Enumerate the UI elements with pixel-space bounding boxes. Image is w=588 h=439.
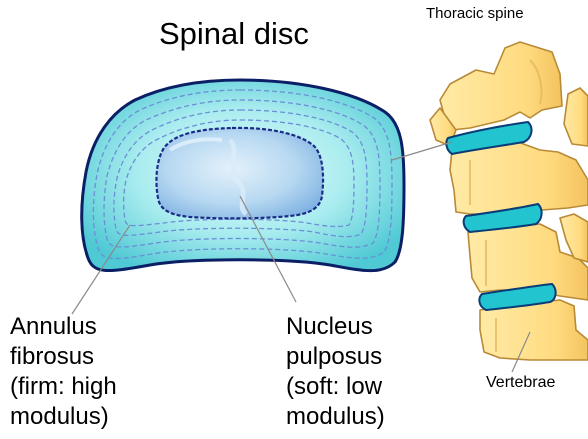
nucleus-label-line-2: pulposus: [286, 342, 385, 372]
annulus-fibrosus-label: Annulus fibrosus (firm: high modulus): [10, 312, 117, 432]
annulus-label-line-2: fibrosus: [10, 342, 117, 372]
vertebra-1: [440, 42, 562, 130]
annulus-label-line-1: Annulus: [10, 312, 117, 342]
annulus-label-line-3: (firm: high: [10, 372, 117, 402]
diagram-title: Spinal disc: [159, 16, 309, 52]
nucleus-label-line-4: modulus): [286, 402, 385, 432]
vertebrae-label: Vertebrae: [486, 374, 555, 392]
annulus-label-line-4: modulus): [10, 402, 117, 432]
nucleus-label-line-3: (soft: low: [286, 372, 385, 402]
thoracic-spine-illustration: [430, 42, 588, 360]
spine-title: Thoracic spine: [426, 5, 524, 22]
spinal-disc-cross-section: [82, 80, 404, 271]
nucleus-label-line-1: Nucleus: [286, 312, 385, 342]
nucleus-pulposus-label: Nucleus pulposus (soft: low modulus): [286, 312, 385, 432]
